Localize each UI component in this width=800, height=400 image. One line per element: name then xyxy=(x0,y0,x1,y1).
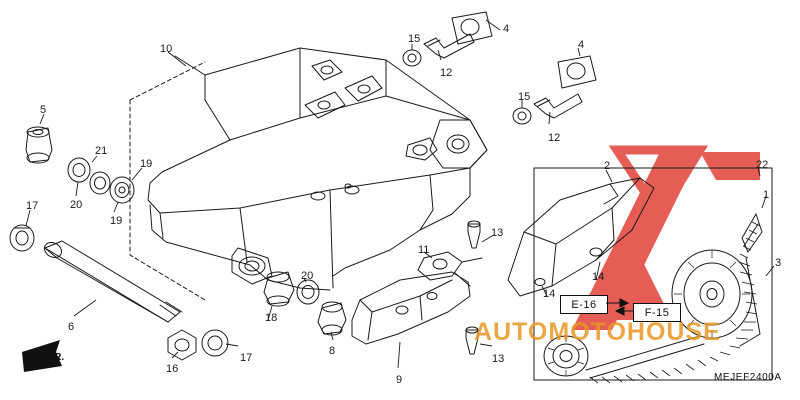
reference-number[interactable]: 21 xyxy=(95,145,108,157)
reference-number[interactable]: 15 xyxy=(518,91,531,103)
callout-box-e16[interactable]: E-16 xyxy=(560,295,608,314)
watermark-text: AUTOMOTOHOUSE xyxy=(474,318,721,346)
reference-number[interactable]: 12 xyxy=(440,67,453,79)
reference-number[interactable]: 19 xyxy=(140,158,153,170)
reference-number[interactable]: 1 xyxy=(763,189,770,201)
reference-number[interactable]: 8 xyxy=(329,345,336,357)
reference-number[interactable]: 22 xyxy=(756,159,769,171)
reference-number[interactable]: 12 xyxy=(548,132,561,144)
callout-box-f15-label: F-15 xyxy=(644,306,670,319)
reference-number[interactable]: 14 xyxy=(592,271,605,283)
reference-number[interactable]: 5 xyxy=(40,104,47,116)
reference-number[interactable]: 6 xyxy=(68,321,75,333)
reference-number[interactable]: 18 xyxy=(265,312,278,324)
reference-number[interactable]: 14 xyxy=(543,288,556,300)
reference-number[interactable]: 2 xyxy=(604,160,611,172)
reference-number[interactable]: 17 xyxy=(240,352,253,364)
reference-number[interactable]: 3 xyxy=(775,257,782,269)
reference-number[interactable]: 9 xyxy=(396,374,403,386)
reference-number[interactable]: 4 xyxy=(578,39,585,51)
callout-box-f15[interactable]: F-15 xyxy=(633,303,681,322)
callout-box-e16-label: E-16 xyxy=(571,298,597,311)
reference-number[interactable]: 17 xyxy=(26,200,39,212)
reference-number[interactable]: 4 xyxy=(503,23,510,35)
reference-number[interactable]: 19 xyxy=(110,215,123,227)
reference-number[interactable]: 10 xyxy=(160,43,173,55)
reference-number[interactable]: 11 xyxy=(418,244,430,256)
front-direction-label: FR. xyxy=(48,352,65,363)
reference-number[interactable]: 13 xyxy=(492,353,505,365)
reference-number[interactable]: 13 xyxy=(491,227,504,239)
reference-number[interactable]: 16 xyxy=(166,363,179,375)
reference-number[interactable]: 15 xyxy=(408,33,421,45)
reference-number[interactable]: 20 xyxy=(70,199,83,211)
reference-number[interactable]: 20 xyxy=(301,270,314,282)
diagram-part-number: MEJEF2400A xyxy=(714,372,782,383)
